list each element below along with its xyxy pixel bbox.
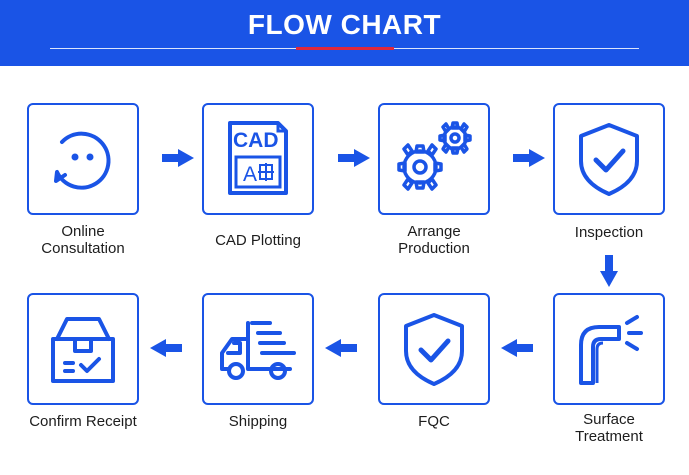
step-shipping	[202, 293, 314, 405]
step-fqc	[378, 293, 490, 405]
arrow-right-icon	[338, 149, 370, 167]
arrow-down-icon	[600, 255, 618, 287]
arrow-left-icon	[501, 339, 533, 357]
shield-check-icon	[404, 313, 464, 386]
step-label-confirm-receipt: Confirm Receipt	[29, 413, 137, 430]
step-label-surface-treatment: Surface Treatment	[575, 411, 643, 445]
cad-file-icon: CAD A	[228, 121, 288, 195]
step-arrange-production	[378, 103, 490, 215]
step-online-consultation	[27, 103, 139, 215]
step-label-cad-plotting: CAD Plotting	[215, 232, 301, 249]
package-check-icon	[51, 317, 115, 383]
arrow-right-icon	[162, 149, 194, 167]
shield-check-icon	[579, 123, 639, 196]
step-inspection	[553, 103, 665, 215]
title-accent-line	[296, 47, 394, 50]
step-label-online-consultation: Online Consultation	[41, 223, 125, 257]
arrow-left-icon	[150, 339, 182, 357]
svg-text:A: A	[243, 163, 257, 186]
step-label-shipping: Shipping	[228, 413, 288, 430]
step-cad-plotting: CAD A	[202, 103, 314, 215]
spray-pipe-icon	[579, 315, 643, 385]
step-label-arrange-production: Arrange Production	[398, 223, 470, 257]
step-label-fqc: FQC	[418, 413, 450, 430]
chat-bubble-icon	[54, 131, 111, 190]
page-title: FLOW CHART	[247, 9, 442, 40]
arrow-left-icon	[325, 339, 357, 357]
gears-icon	[397, 121, 472, 191]
svg-text:CAD: CAD	[233, 129, 279, 152]
step-surface-treatment	[553, 293, 665, 405]
header-banner: FLOW CHART	[0, 0, 689, 66]
delivery-truck-icon	[220, 321, 296, 380]
step-confirm-receipt	[27, 293, 139, 405]
arrow-right-icon	[513, 149, 545, 167]
step-label-inspection: Inspection	[574, 224, 644, 241]
